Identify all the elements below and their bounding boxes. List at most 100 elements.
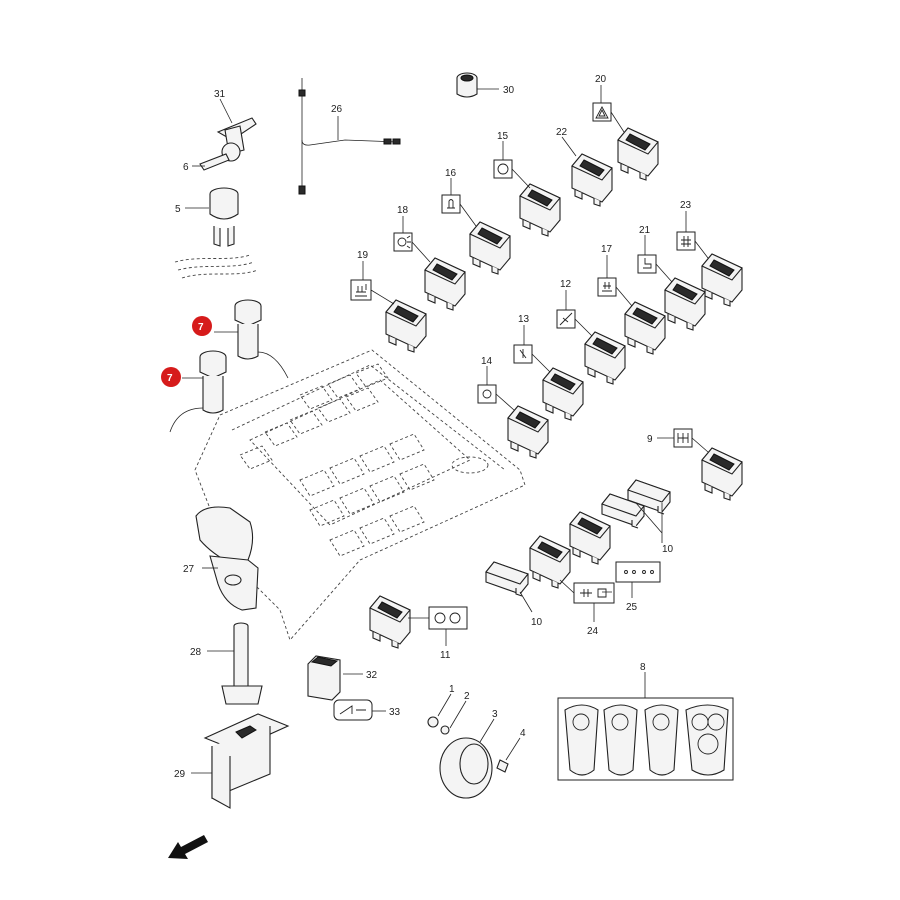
highlight-callout-7-lower: 7 bbox=[161, 367, 181, 387]
callout-labels: 31 6 5 26 30 20 15 22 16 18 19 21 23 17 … bbox=[174, 74, 692, 780]
callout-4: 4 bbox=[520, 728, 526, 739]
callout-14: 14 bbox=[481, 356, 493, 367]
seat-icon bbox=[643, 258, 652, 269]
callout-15: 15 bbox=[497, 131, 509, 142]
symbol-box-11 bbox=[428, 606, 468, 630]
rocker-switch-32 bbox=[307, 655, 341, 701]
steering-icon bbox=[497, 163, 509, 175]
callout-17: 17 bbox=[601, 244, 613, 255]
callout-12: 12 bbox=[560, 279, 572, 290]
callout-30: 30 bbox=[503, 85, 515, 96]
leader-lines bbox=[182, 85, 709, 774]
lift-icon bbox=[355, 284, 367, 297]
callout-10-right: 10 bbox=[662, 544, 674, 555]
seat-icon-box bbox=[637, 254, 657, 274]
washer bbox=[440, 725, 450, 735]
pto-icon-box bbox=[477, 384, 497, 404]
ventilation-icon-box bbox=[676, 231, 696, 251]
callout-31: 31 bbox=[214, 89, 226, 100]
work-light-switch bbox=[424, 257, 466, 311]
console-outline bbox=[174, 254, 526, 641]
heater-icon-box bbox=[597, 277, 617, 297]
symbol-box-33 bbox=[333, 699, 373, 721]
brake-icon-box bbox=[513, 344, 533, 364]
callout-6: 6 bbox=[183, 162, 189, 173]
blank-switch-10-low bbox=[485, 561, 529, 597]
callout-16: 16 bbox=[445, 168, 457, 179]
work-light-icon bbox=[397, 235, 411, 249]
callout-2: 2 bbox=[464, 691, 470, 702]
panel-button-4 bbox=[685, 704, 729, 776]
gear-lever-handle bbox=[195, 506, 259, 611]
brake-icon bbox=[519, 349, 527, 359]
ventilation-switch bbox=[701, 253, 743, 307]
steering-icon-box bbox=[493, 159, 513, 179]
lights-icon-box bbox=[573, 582, 615, 604]
callout-23: 23 bbox=[680, 200, 692, 211]
ignition-switch bbox=[209, 187, 239, 247]
panel-button-1 bbox=[564, 704, 599, 776]
callout-24: 24 bbox=[587, 626, 599, 637]
callout-28: 28 bbox=[190, 647, 202, 658]
callout-27: 27 bbox=[183, 564, 195, 575]
highlight-callout-7-upper: 7 bbox=[192, 316, 212, 336]
callout-11: 11 bbox=[440, 650, 451, 661]
ignition-key bbox=[199, 142, 241, 171]
steering-switch bbox=[519, 183, 561, 237]
four-wheel-drive-switch bbox=[701, 447, 743, 501]
callout-20: 20 bbox=[595, 74, 607, 85]
callout-32: 32 bbox=[366, 670, 378, 681]
rotary-knob bbox=[439, 737, 493, 799]
callout-25: 25 bbox=[626, 602, 638, 613]
pto-switch bbox=[507, 405, 549, 459]
switch-knob-lower bbox=[169, 350, 227, 433]
lift-icon-box bbox=[350, 279, 372, 301]
console-slot-row-a bbox=[239, 363, 389, 470]
callout-10-left: 10 bbox=[531, 617, 543, 628]
work-light-icon-box bbox=[393, 232, 413, 252]
rocker-switch-25 bbox=[569, 511, 611, 565]
callout-29: 29 bbox=[174, 769, 186, 780]
callout-5: 5 bbox=[175, 204, 181, 215]
highlight-label-7-lower: 7 bbox=[167, 373, 173, 384]
callout-9: 9 bbox=[647, 434, 653, 445]
rocker-switch-11 bbox=[369, 595, 411, 649]
power-socket bbox=[456, 72, 478, 98]
nut bbox=[427, 716, 439, 728]
callout-22: 22 bbox=[556, 127, 568, 138]
callout-13: 13 bbox=[518, 314, 530, 325]
highlight-label-7-upper: 7 bbox=[198, 322, 204, 333]
orientation-arrow-icon bbox=[168, 835, 208, 859]
blank-rocker-22 bbox=[571, 153, 613, 207]
hazard-icon bbox=[595, 106, 609, 119]
switch-knob-upper bbox=[234, 299, 289, 379]
callout-8: 8 bbox=[640, 662, 646, 673]
panel-button-3 bbox=[644, 704, 679, 776]
panel-button-2 bbox=[603, 704, 638, 776]
control-panel bbox=[557, 697, 734, 781]
callout-3: 3 bbox=[492, 709, 498, 720]
four-wheel-drive-icon bbox=[677, 433, 689, 443]
beacon-icon bbox=[447, 199, 455, 209]
callout-33: 33 bbox=[389, 707, 401, 718]
hazard-switch bbox=[617, 127, 659, 181]
beacon-switch bbox=[469, 221, 511, 275]
heater-switch bbox=[624, 301, 666, 355]
seat-switch bbox=[664, 277, 706, 331]
lift-switch bbox=[385, 299, 427, 353]
fan-icon bbox=[559, 312, 573, 326]
rocker-switch-24 bbox=[529, 535, 571, 589]
differential-lock-icon-box bbox=[615, 561, 661, 583]
callout-18: 18 bbox=[397, 205, 409, 216]
fan-switch bbox=[584, 331, 626, 385]
callout-21: 21 bbox=[639, 225, 651, 236]
gear-lever-base bbox=[203, 713, 290, 809]
gear-lever-tube bbox=[221, 622, 263, 705]
callout-19: 19 bbox=[357, 250, 369, 261]
beacon-icon-box bbox=[441, 194, 461, 214]
brake-switch bbox=[542, 367, 584, 421]
console-slot-row-b bbox=[299, 433, 435, 557]
wiring-harness bbox=[298, 78, 401, 195]
callout-1: 1 bbox=[449, 684, 455, 695]
